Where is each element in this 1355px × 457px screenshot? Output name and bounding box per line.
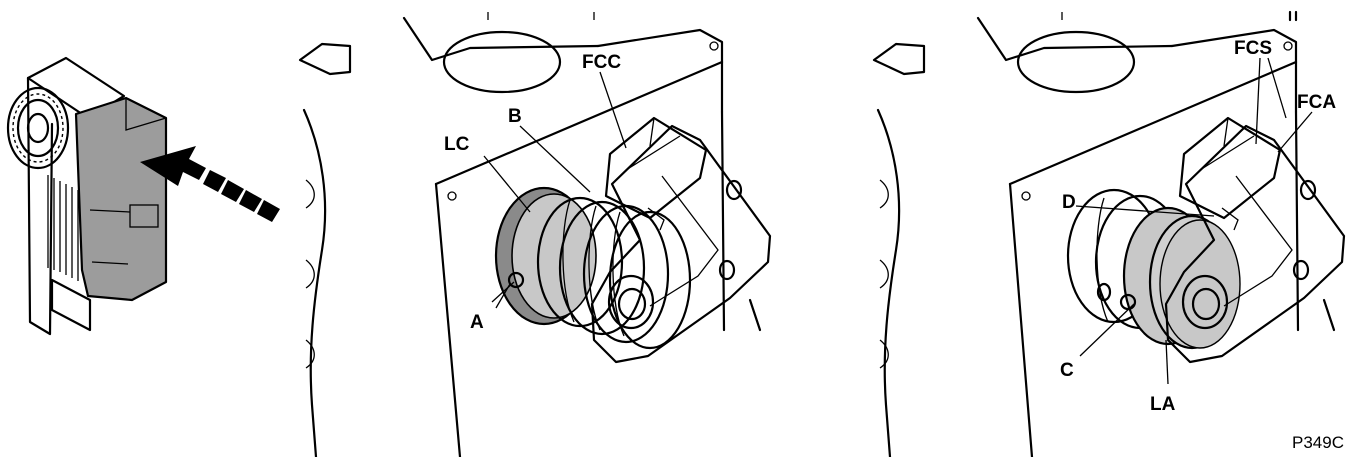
label-b: B [508, 106, 522, 127]
leader-lines [483, 57, 1313, 385]
mounting-bracket-right [1164, 124, 1346, 364]
label-c: C [1060, 360, 1074, 381]
la-disk [1122, 206, 1241, 350]
fcs-fca-switches [1178, 116, 1282, 231]
motor-overview [6, 56, 280, 336]
cooling-fins [47, 175, 79, 281]
label-fca: FCA [1297, 92, 1336, 113]
lc-disk [494, 186, 597, 326]
fcc-switch [604, 116, 708, 231]
label-d: D [1062, 192, 1076, 213]
label-fcc: FCC [582, 52, 621, 73]
brake-panel-right [872, 10, 1346, 457]
label-fcs: FCS [1234, 38, 1272, 59]
label-la: LA [1150, 394, 1176, 415]
highlighted-module [74, 96, 168, 302]
figure-reference: P349C [1292, 433, 1344, 452]
flange-gear [6, 86, 70, 170]
brake-panel-left [298, 12, 772, 457]
mounting-bracket [590, 124, 772, 364]
label-lc: LC [444, 134, 470, 155]
pulley-stack [536, 196, 692, 350]
insert-arrow-icon [140, 146, 280, 222]
label-a: A [470, 312, 484, 333]
